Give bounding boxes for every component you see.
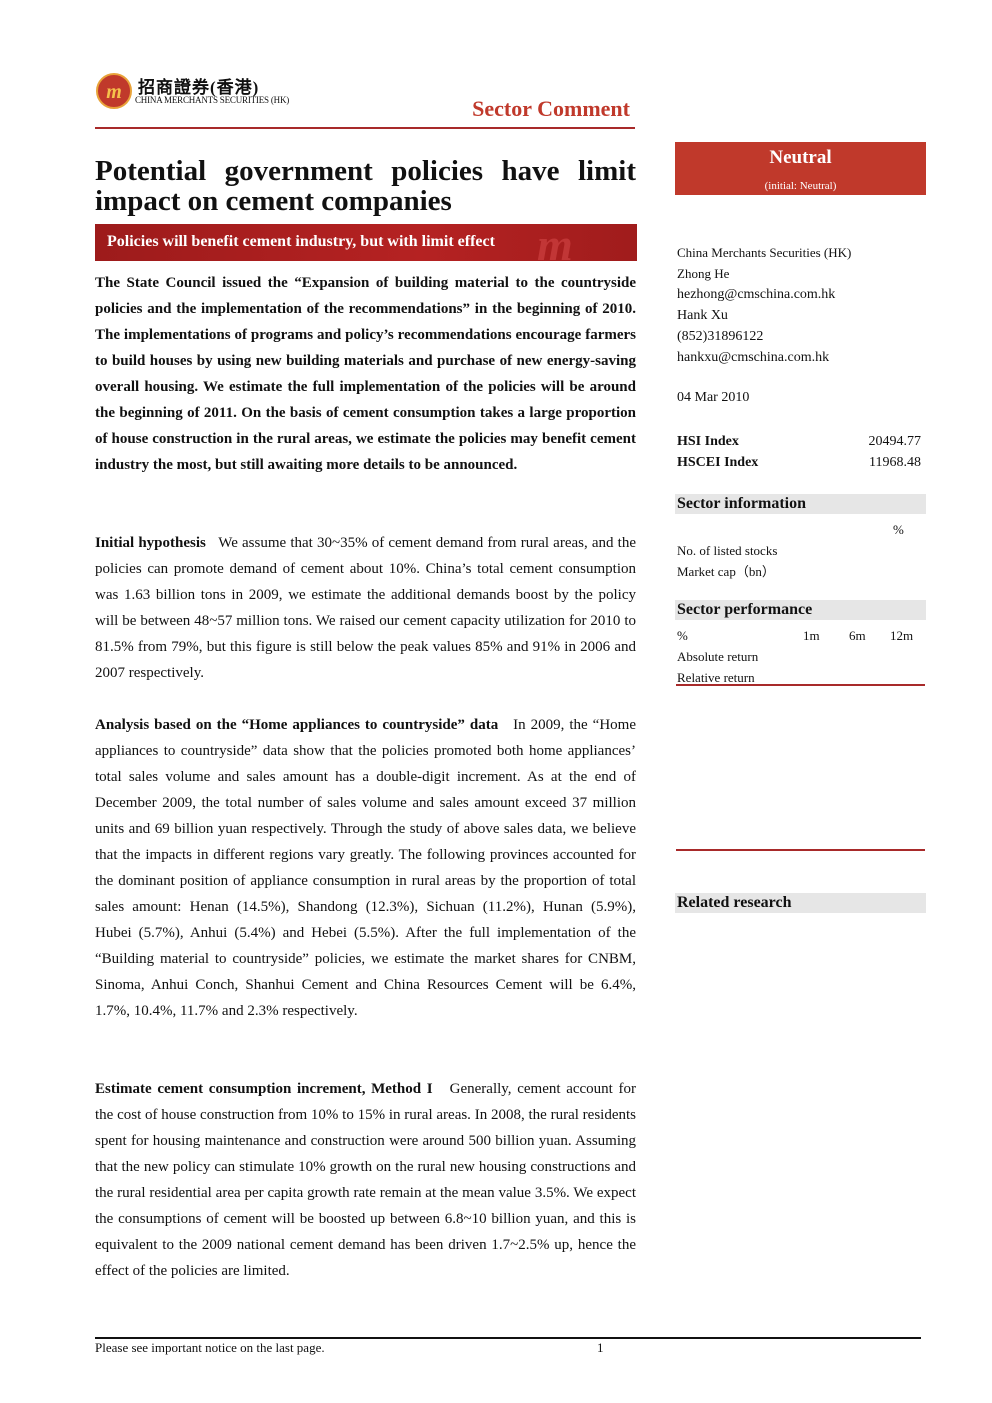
analyst-name: Zhong He	[677, 266, 730, 281]
perf-col-unit: %	[677, 628, 688, 643]
performance-divider	[676, 684, 925, 686]
svg-text:m: m	[537, 224, 573, 261]
section-home-appliances: Analysis based on the “Home appliances t…	[95, 712, 636, 1024]
analyst-phone: (852)31896122	[677, 329, 764, 344]
sector-information-heading: Sector information	[675, 494, 926, 514]
banner-m-watermark-icon: m	[537, 224, 573, 261]
report-date: 04 Mar 2010	[677, 390, 750, 405]
sector-info-row: Market cap（bn）	[677, 564, 775, 579]
section-body: We assume that 30~35% of cement demand f…	[95, 535, 636, 681]
footer-divider	[95, 1337, 921, 1339]
performance-row: Absolute return	[677, 649, 759, 664]
chart-area-divider	[676, 849, 925, 851]
performance-header-row: % 1m 6m 12m	[677, 625, 921, 646]
document-type: Sector Comment	[472, 96, 630, 121]
related-research-heading: Related research	[675, 893, 926, 913]
section-heading: Analysis based on the “Home appliances t…	[95, 717, 499, 733]
footer-notice: Please see important notice on the last …	[95, 1340, 325, 1355]
index-value: 11968.48	[869, 455, 921, 470]
broker-name: China Merchants Securities (HK)	[677, 245, 852, 260]
sector-performance-heading: Sector performance	[675, 600, 926, 620]
logo-english-name: CHINA MERCHANTS SECURITIES (HK)	[135, 95, 290, 105]
section-initial-hypothesis: Initial hypothesis We assume that 30~35%…	[95, 530, 636, 686]
analyst-email-link[interactable]: hezhong@cmschina.com.hk	[677, 287, 836, 302]
rating-label: Neutral	[769, 147, 832, 168]
perf-col-12m: 12m	[890, 628, 914, 643]
page-number: 1	[597, 1340, 604, 1355]
performance-row: Relative return	[677, 670, 755, 685]
svg-text:m: m	[106, 81, 122, 103]
section-body: Generally, cement account for the cost o…	[95, 1081, 637, 1279]
logo-chinese-name: 招商證券(香港)	[138, 78, 260, 97]
sector-info-row: No. of listed stocks	[677, 543, 778, 558]
subtitle-banner: Policies will benefit cement industry, b…	[95, 224, 637, 261]
section-method-one: Estimate cement consumption increment, M…	[95, 1076, 636, 1284]
sector-info-unit: %	[893, 522, 904, 537]
index-value: 20494.77	[868, 434, 922, 449]
analyst-name: Hank Xu	[677, 308, 728, 323]
analyst-email-link[interactable]: hankxu@cmschina.com.hk	[677, 350, 830, 365]
rating-initial: (initial: Neutral)	[764, 180, 837, 192]
index-row-hscei: HSCEI Index 11968.48	[677, 455, 921, 471]
report-title-line1: Potential government policies have limit	[95, 155, 636, 187]
section-body: In 2009, the “Home appliances to country…	[95, 717, 637, 1019]
index-label: HSCEI Index	[677, 455, 759, 470]
header-divider	[95, 127, 635, 129]
company-logo-icon: m	[95, 72, 133, 110]
rating-box	[675, 142, 926, 195]
perf-col-6m: 6m	[849, 628, 866, 643]
report-title-line2: impact on cement companies	[95, 185, 452, 217]
section-heading: Initial hypothesis	[95, 535, 206, 551]
index-label: HSI Index	[677, 434, 739, 449]
summary-paragraph: The State Council issued the “Expansion …	[95, 275, 636, 473]
index-row-hsi: HSI Index 20494.77	[677, 434, 921, 450]
subtitle-banner-text: Policies will benefit cement industry, b…	[107, 233, 495, 250]
perf-col-1m: 1m	[803, 628, 820, 643]
analyst-contacts: China Merchants Securities (HK) Zhong He…	[677, 242, 927, 368]
section-heading: Estimate cement consumption increment, M…	[95, 1081, 433, 1097]
